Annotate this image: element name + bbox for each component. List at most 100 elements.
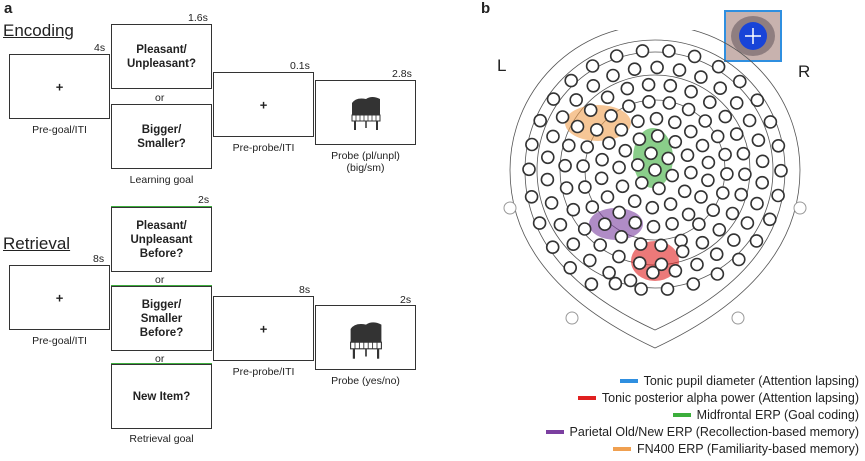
electrode (720, 167, 734, 181)
legend-label: FN400 ERP (Familiarity-based memory) (636, 442, 859, 456)
electrode (632, 132, 647, 146)
electrode (644, 146, 658, 161)
retrieval-goal-bigger-text: Bigger/ Smaller Before? (139, 298, 184, 339)
electrode (604, 109, 618, 123)
electrode (595, 152, 609, 167)
electrode (709, 247, 724, 261)
alpha-region (631, 241, 679, 281)
retrieval-pregoal-duration: 8s (93, 253, 105, 265)
electrode (668, 264, 683, 278)
electrode (540, 172, 555, 187)
electrode (623, 273, 638, 288)
retrieval-or-2: or (155, 353, 165, 365)
fixation-cross: + (259, 97, 268, 112)
electrode (609, 49, 624, 63)
electrode (684, 165, 698, 180)
electrode (681, 207, 696, 222)
legend-item-parietal: Parietal Old/New ERP (Recollection-based… (545, 425, 859, 439)
retrieval-preprobe-label: Pre-probe/ITI (232, 366, 295, 378)
electrode (570, 119, 585, 134)
electrode (532, 216, 547, 230)
electrode (660, 282, 675, 296)
retrieval-goal-bigger-screen: Bigger/ Smaller Before? (111, 286, 212, 351)
legend-swatch (612, 447, 631, 451)
electrode (652, 181, 666, 196)
electrode (634, 282, 648, 296)
electrode (546, 129, 560, 144)
electrode (602, 136, 616, 150)
eeg-electrode-map (503, 30, 807, 349)
electrode (602, 265, 616, 280)
electrode (627, 194, 642, 208)
piano-icon (351, 97, 381, 130)
electrode (627, 62, 642, 77)
piano-icon (350, 322, 382, 359)
electrode (732, 252, 746, 267)
electrode (755, 154, 770, 169)
reference-electrode (731, 311, 745, 325)
electrode (594, 171, 609, 186)
electrode (684, 124, 698, 139)
electrode (674, 233, 688, 248)
encoding-pregoal-duration: 4s (94, 42, 106, 54)
electrode (727, 233, 741, 247)
retrieval-or-1: or (155, 274, 165, 286)
retrieval-title: Retrieval (3, 234, 71, 253)
electrode (763, 115, 778, 129)
electrode (580, 140, 594, 154)
electrode (762, 212, 777, 227)
electrode (628, 215, 642, 230)
electrode (668, 135, 683, 149)
electrode (718, 109, 733, 124)
electrode (622, 99, 636, 113)
electrode (686, 277, 701, 291)
electrode (736, 146, 751, 161)
electrode (585, 59, 600, 73)
encoding-probe-duration: 2.8s (392, 68, 412, 80)
legend-swatch (619, 379, 638, 383)
electrode (563, 261, 577, 275)
panel-a-letter: a (4, 0, 13, 17)
electrode (578, 180, 592, 194)
electrode (755, 175, 770, 190)
legend-label: Tonic posterior alpha power (Attention l… (601, 391, 859, 405)
electrode (650, 129, 665, 143)
electrode (522, 162, 536, 177)
electrode (525, 137, 539, 152)
reference-electrode (565, 311, 579, 325)
electrode (564, 73, 578, 88)
electrode (590, 123, 604, 137)
electrode (612, 205, 626, 220)
legend-label: Midfrontal ERP (Goal coding) (696, 408, 859, 422)
electrode (600, 190, 615, 204)
electrode (562, 138, 576, 153)
electrode (631, 158, 645, 172)
electrode (677, 184, 692, 199)
electrode (663, 78, 678, 93)
electrode (740, 216, 755, 230)
electrode (710, 267, 725, 281)
electrode (684, 84, 698, 99)
electrode (650, 60, 664, 75)
electrode (612, 249, 626, 264)
electrode (566, 202, 581, 217)
electrode (620, 81, 635, 96)
retrieval-pregoal-screen: + (9, 265, 110, 330)
electrode (618, 143, 633, 158)
electrode (524, 190, 539, 204)
electrode (742, 113, 757, 128)
fixation-cross: + (259, 321, 268, 336)
electrode (600, 90, 615, 105)
fixation-cross: + (55, 290, 64, 305)
electrode (546, 92, 561, 106)
legend-item-fn400: FN400 ERP (Familiarity-based memory) (612, 442, 859, 456)
encoding-probe-label: Probe (pl/unpl) (big/sm) (331, 150, 400, 174)
electrode (545, 240, 560, 254)
electrode (614, 230, 629, 244)
encoding-goal-duration: 1.6s (188, 12, 208, 24)
encoding-preprobe-label: Pre-probe/ITI (232, 142, 295, 154)
encoding-preprobe-screen: + (213, 72, 314, 137)
electrode (665, 168, 679, 183)
electrode (725, 206, 740, 221)
electrode (690, 257, 704, 272)
